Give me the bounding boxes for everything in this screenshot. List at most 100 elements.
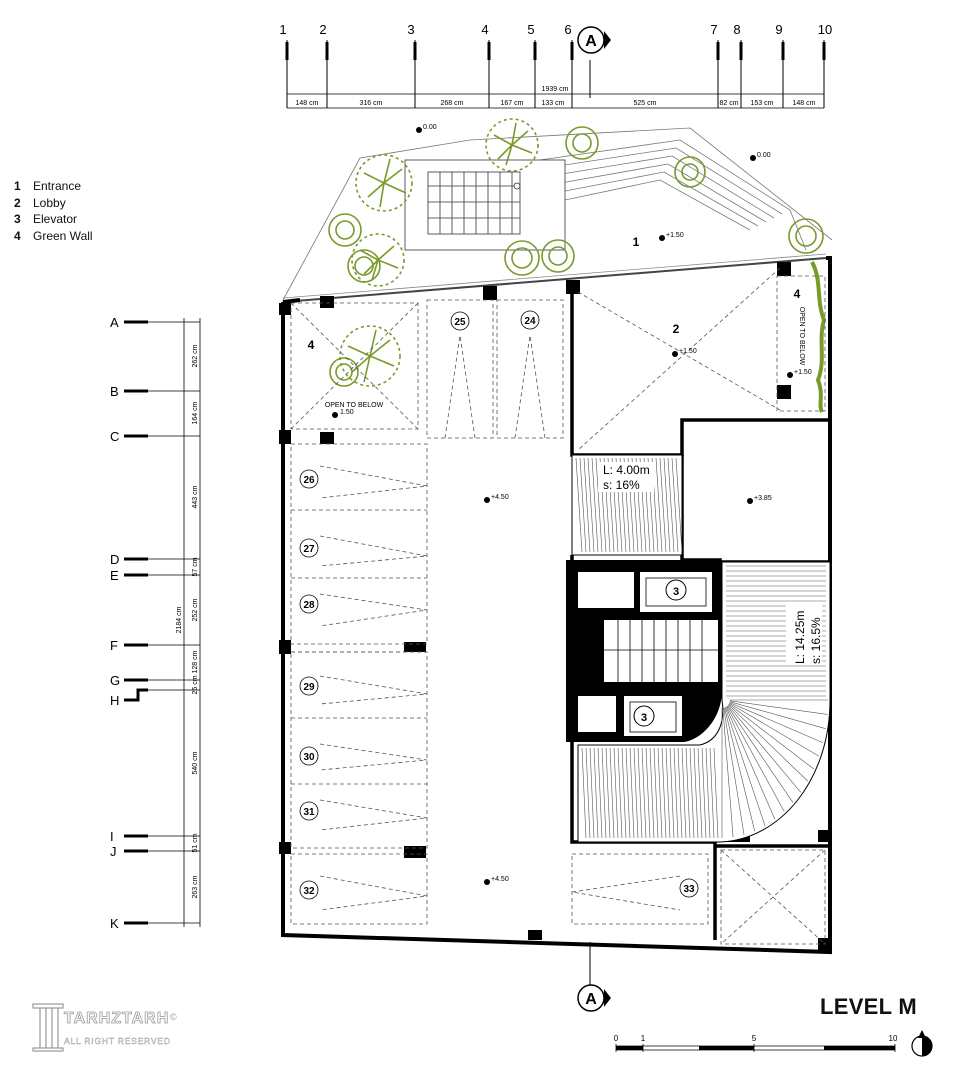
ramp-hatch-line (701, 747, 707, 839)
ramp-hatch-line (621, 747, 627, 839)
ramp-hatch-line (595, 457, 603, 553)
grid-row-label: F (110, 638, 118, 653)
svg-text:+1.50: +1.50 (794, 369, 812, 376)
section-marker-bottom: A (577, 942, 611, 1012)
parking-space: 27 (299, 538, 319, 558)
tree (485, 118, 539, 172)
col-dim: 148 cm (793, 100, 816, 107)
legend-number: 1 (14, 179, 21, 193)
level-marker: +4.50 (484, 494, 509, 503)
void-right (776, 275, 826, 412)
total-width-dim: 1939 cm (542, 86, 569, 93)
room-entrance-label: 1 (633, 235, 640, 249)
room-green-wall-label: 4 (794, 287, 801, 301)
tree (339, 325, 401, 387)
ramp-hatch-line (724, 707, 766, 827)
grid-row-label: J (110, 844, 117, 859)
left-grid-ticks (124, 320, 148, 925)
ramp-hatch-line (709, 747, 715, 839)
parking-space: 25 (450, 311, 470, 331)
ramp-hatch-line (641, 747, 647, 839)
parking-space: 32 (299, 880, 319, 900)
grid-col-label: 2 (319, 22, 326, 37)
svg-text:+1.50: +1.50 (679, 348, 697, 355)
grid-col-label: 5 (527, 22, 534, 37)
ramp-hatch-line (729, 700, 828, 715)
ramp-hatch-line (728, 703, 814, 770)
entry-stair (404, 159, 566, 251)
legend-item: 2 Lobby (14, 195, 93, 212)
scale-label: 0 (614, 1034, 619, 1043)
level-marker: 0.00 (750, 152, 771, 161)
ramp-hatch-line (617, 747, 623, 839)
ramp-hatch-line (724, 707, 756, 832)
parking-space: 31 (299, 801, 319, 821)
svg-text:25: 25 (454, 317, 466, 328)
ramp-hatch-line (726, 706, 785, 812)
row-dim: 51 cm (192, 833, 199, 852)
ramp-hatch-line (673, 747, 679, 839)
ramp-hatch-line (653, 747, 659, 839)
level-markers: 0.00 0.00 +1.50 +1.50 +1.50 1.50 +4.50 +… (332, 124, 812, 885)
parking-space: 24 (520, 310, 540, 330)
ramp-hatch-line (689, 747, 695, 839)
room-numbers: 1 2 4 4 (308, 235, 801, 352)
open-to-below-label: OPEN TO BELOW (325, 402, 384, 409)
ramp-hatch-line (609, 747, 615, 839)
grid-row-label: D (110, 552, 119, 567)
top-grid-axis-ticks (285, 42, 826, 60)
level-marker: +1.50 (787, 369, 812, 378)
level-marker: +1.50 (672, 348, 697, 357)
svg-text:0.00: 0.00 (423, 124, 437, 131)
svg-text:26: 26 (303, 475, 315, 486)
row-dim: 262 cm (192, 344, 199, 367)
parking-space: 29 (299, 676, 319, 696)
ramp-labels: L: 4.00m s: 16% L: 14.25m s: 16.5% (598, 462, 823, 664)
scale-bar: 0 1 5 10 (614, 1034, 898, 1052)
ramp-hatch-line (685, 747, 691, 839)
row-dim: 540 cm (192, 751, 199, 774)
ramp-hatch-line (579, 457, 587, 553)
legend-number: 2 (14, 195, 21, 210)
grid-col-label: 6 (564, 22, 571, 37)
tree (355, 154, 413, 212)
parking-space: 26 (299, 469, 319, 489)
ramp-hatch-line (587, 457, 595, 553)
ramp-hatch-line (661, 747, 667, 839)
svg-text:31: 31 (303, 807, 315, 818)
shrub (328, 126, 824, 387)
section-label: A (585, 991, 597, 1008)
grid-col-label: 8 (733, 22, 740, 37)
elevator-badges: 3 3 (633, 579, 687, 727)
col-dim: 148 cm (296, 100, 319, 107)
level-marker: +1.50 (659, 232, 684, 241)
grid-row-label: I (110, 829, 114, 844)
legend-number: 3 (14, 212, 21, 226)
level-marker: +3.85 (747, 495, 772, 504)
ramp-hatch-line (593, 747, 599, 839)
section-label: A (585, 33, 597, 50)
grid-col-label: 9 (775, 22, 782, 37)
grid-col-label: 3 (407, 22, 414, 37)
row-dim: 252 cm (192, 598, 199, 621)
ramp-hatch-line (605, 747, 611, 839)
row-dim: 57 cm (192, 557, 199, 576)
parking-space: 30 (299, 746, 319, 766)
trees (328, 118, 827, 413)
ramp-hatch-line (729, 701, 826, 729)
tree (351, 233, 405, 287)
svg-text:+1.50: +1.50 (666, 232, 684, 239)
col-dim: 153 cm (751, 100, 774, 107)
svg-text:+4.50: +4.50 (602, 577, 620, 584)
ramp-hatch-line (659, 457, 667, 553)
level-marker: 1.50 (332, 409, 354, 418)
parking-space: 33 (679, 878, 699, 898)
col-dim: 167 cm (501, 100, 524, 107)
row-dim: 263 cm (192, 875, 199, 898)
parking-numbers: 24 25 26 27 28 29 30 31 32 33 (299, 310, 699, 900)
svg-text:27: 27 (303, 544, 315, 555)
curved-ramp (577, 561, 831, 843)
ramp-hatch-line (575, 457, 583, 553)
watermark-mark: © (170, 1012, 177, 1022)
ramp-hatch-line (705, 747, 711, 839)
